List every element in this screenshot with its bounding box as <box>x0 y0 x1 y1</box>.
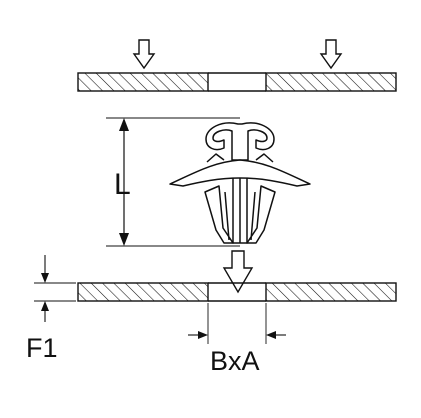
length-label: L <box>114 168 131 201</box>
length-dimension <box>106 117 240 247</box>
hole-dimension <box>188 303 286 344</box>
thickness-label: F1 <box>26 333 58 363</box>
press-arrow-left <box>132 39 156 70</box>
top-panel <box>77 72 397 92</box>
press-arrow-right <box>319 39 343 70</box>
push-rivet-clip <box>169 122 311 244</box>
bottom-panel <box>77 282 397 302</box>
hole-label: BxA <box>210 346 260 376</box>
insert-arrow <box>222 250 254 294</box>
thickness-dimension <box>34 255 76 322</box>
